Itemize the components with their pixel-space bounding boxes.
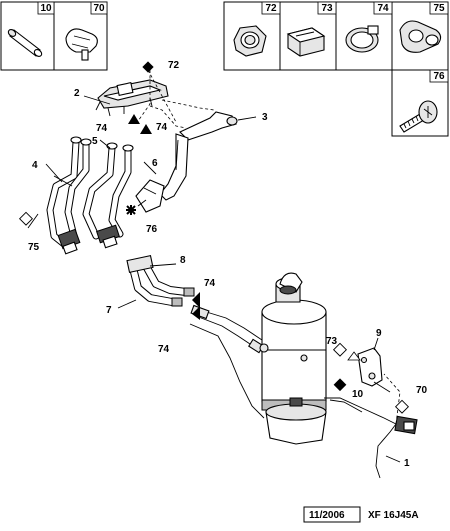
footer-date: 11/2006 [309, 510, 345, 521]
callout-72: 72 [168, 60, 180, 71]
ring-marker-symbol [140, 124, 152, 134]
ring-marker-symbol [128, 114, 140, 124]
callout-7: 7 [106, 305, 112, 316]
pipe-7-8 [126, 254, 195, 307]
nut-marker-symbol [142, 61, 154, 73]
ring-marker-symbol [192, 306, 200, 320]
callout-4: 4 [32, 160, 38, 171]
callout-3: 3 [262, 112, 268, 123]
callout-75: 75 [28, 242, 40, 253]
temp-sensor-wire [324, 373, 418, 479]
hose-4 [46, 138, 90, 255]
callout-74d: 74 [158, 344, 170, 355]
inset-ref-10: 10 [40, 3, 52, 14]
inset-ref-74: 74 [377, 3, 389, 14]
callout-1: 1 [404, 458, 410, 469]
block-marker-symbol [332, 342, 348, 357]
nut-icon [233, 25, 267, 57]
callout-2: 2 [74, 88, 80, 99]
callout-74a: 74 [96, 123, 108, 134]
inset-group-left: 10 70 [0, 1, 108, 71]
bracket-9 [357, 347, 383, 387]
callout-74c: 74 [204, 278, 216, 289]
callout-5: 5 [92, 136, 98, 147]
callout-74b: 74 [156, 122, 168, 133]
pipe-clip-icon [399, 20, 442, 53]
inset-ref-70: 70 [93, 3, 105, 14]
leader-lines [27, 69, 401, 463]
ring-marker-symbol [192, 292, 200, 308]
metal-pipes [189, 304, 265, 419]
bracket-3 [149, 99, 238, 201]
clamp-ring-icon [345, 25, 379, 53]
particle-filter [259, 272, 327, 445]
callout-10: 10 [352, 389, 364, 400]
callout-76: 76 [146, 224, 158, 235]
inset-ref-72: 72 [265, 3, 277, 14]
footer: 11/2006 XF 16J45A [303, 506, 419, 523]
inset-ref-76: 76 [433, 71, 445, 82]
inset-group-right: 72 73 74 75 [223, 1, 449, 71]
clip-marker-symbol [18, 211, 34, 226]
callouts: 2 72 3 74 74 4 5 6 75 76 8 74 7 74 9 73 … [28, 60, 428, 469]
hose-5 [70, 136, 134, 249]
clip-icon [65, 28, 98, 61]
pressure-sensor [95, 79, 169, 117]
footer-code: XF 16J45A [368, 510, 419, 521]
callout-8: 8 [180, 255, 186, 266]
callout-70: 70 [416, 385, 428, 396]
screw-icon [399, 100, 438, 133]
inset-screw: 76 [391, 69, 449, 137]
clip-marker-symbol [394, 399, 410, 414]
screw-marker-symbol [126, 205, 136, 215]
callout-6: 6 [152, 158, 158, 169]
bracket-6 [135, 179, 165, 213]
inset-ref-75: 75 [433, 3, 445, 14]
sleeve-icon [7, 29, 43, 57]
callout-9: 9 [376, 328, 382, 339]
inset-ref-73: 73 [321, 3, 333, 14]
callout-73: 73 [326, 336, 338, 347]
nut-marker-symbol [333, 378, 347, 392]
block-icon [286, 27, 326, 57]
